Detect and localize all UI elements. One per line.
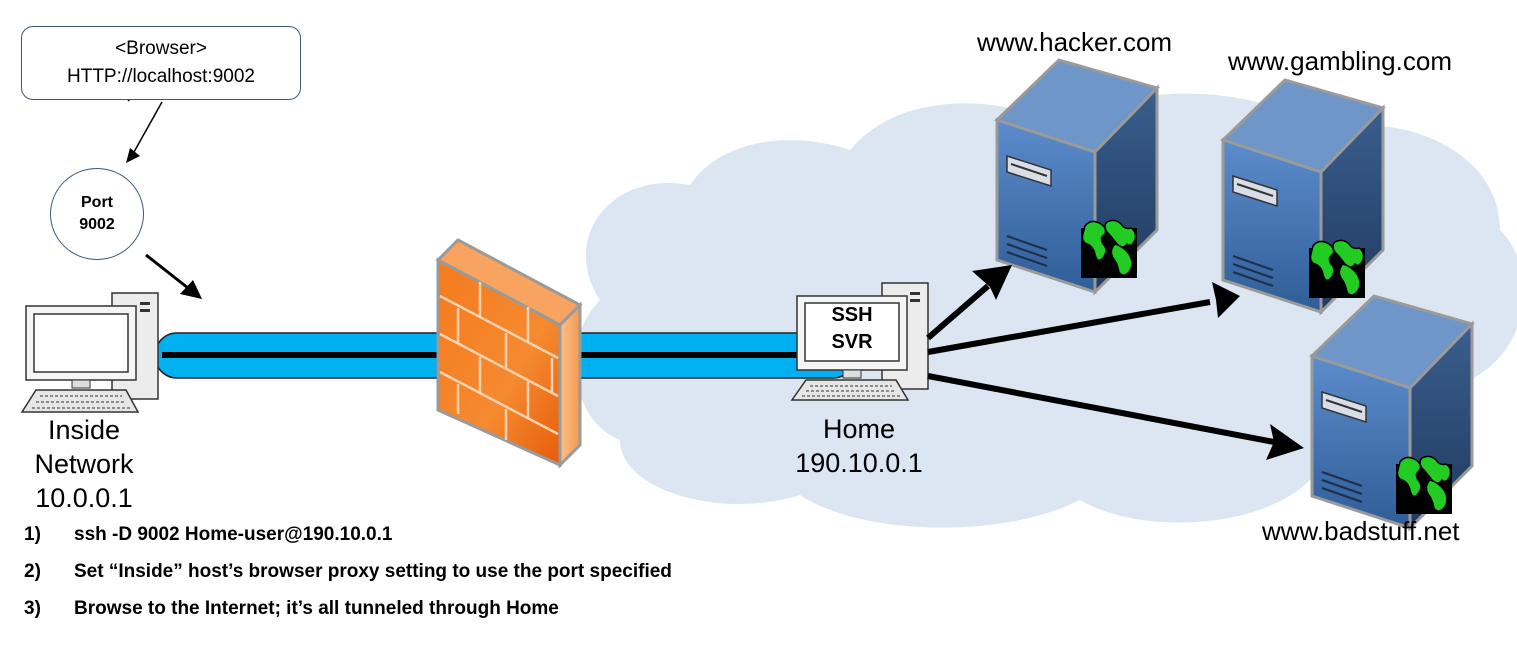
port-label: Port [81,194,113,211]
home-computer-icon [790,282,929,401]
step-number: 2) [24,561,41,582]
site-label-gambling: www.gambling.com [1228,46,1452,76]
inside-line1: Inside [47,415,121,445]
globe-icon [1395,455,1453,515]
browser-title: <Browser> [115,38,207,59]
step-item: 3) Browse to the Internet; it’s all tunn… [24,598,672,635]
step-text: Browse to the Internet; it’s all tunnele… [74,598,559,619]
port-number: 9002 [79,216,115,233]
home-label: Home 190.10.0.1 [779,412,939,480]
globe-icon [1308,239,1366,299]
site-label-hacker: www.hacker.com [977,27,1173,57]
browser-callout: <Browser> HTTP://localhost:9002 [21,26,301,100]
inside-computer-icon [20,292,159,413]
ssh-line1: SSH [831,304,873,326]
server-icon-gambling [1221,78,1385,314]
server-icon-hacker [995,58,1159,294]
ssh-line2: SVR [831,331,873,353]
inside-network-label: Inside Network 10.0.0.1 [14,413,154,515]
arrow-icon [126,67,1304,460]
firewall-icon [435,238,583,469]
inside-line2: Network [34,449,134,479]
ssh-server-screen-label: SSH SVR [809,302,895,356]
step-item: 2) Set “Inside” host’s browser proxy set… [24,561,672,598]
browser-url: HTTP://localhost:9002 [67,66,255,87]
home-name: Home [822,414,896,444]
server-icon-badstuff [1310,294,1474,530]
step-number: 1) [24,524,41,545]
globe-icon [1080,219,1138,279]
inside-ip: 10.0.0.1 [35,483,133,513]
step-item: 1) ssh -D 9002 Home-user@190.10.0.1 [24,524,672,561]
step-text: Set “Inside” host’s browser proxy settin… [74,561,672,582]
step-text: ssh -D 9002 Home-user@190.10.0.1 [74,524,393,545]
step-number: 3) [24,598,41,619]
port-callout: Port 9002 [50,168,144,260]
instruction-steps: 1) ssh -D 9002 Home-user@190.10.0.1 2) S… [24,524,672,635]
site-label-badstuff: www.badstuff.net [1262,516,1460,546]
home-ip: 190.10.0.1 [795,448,923,478]
